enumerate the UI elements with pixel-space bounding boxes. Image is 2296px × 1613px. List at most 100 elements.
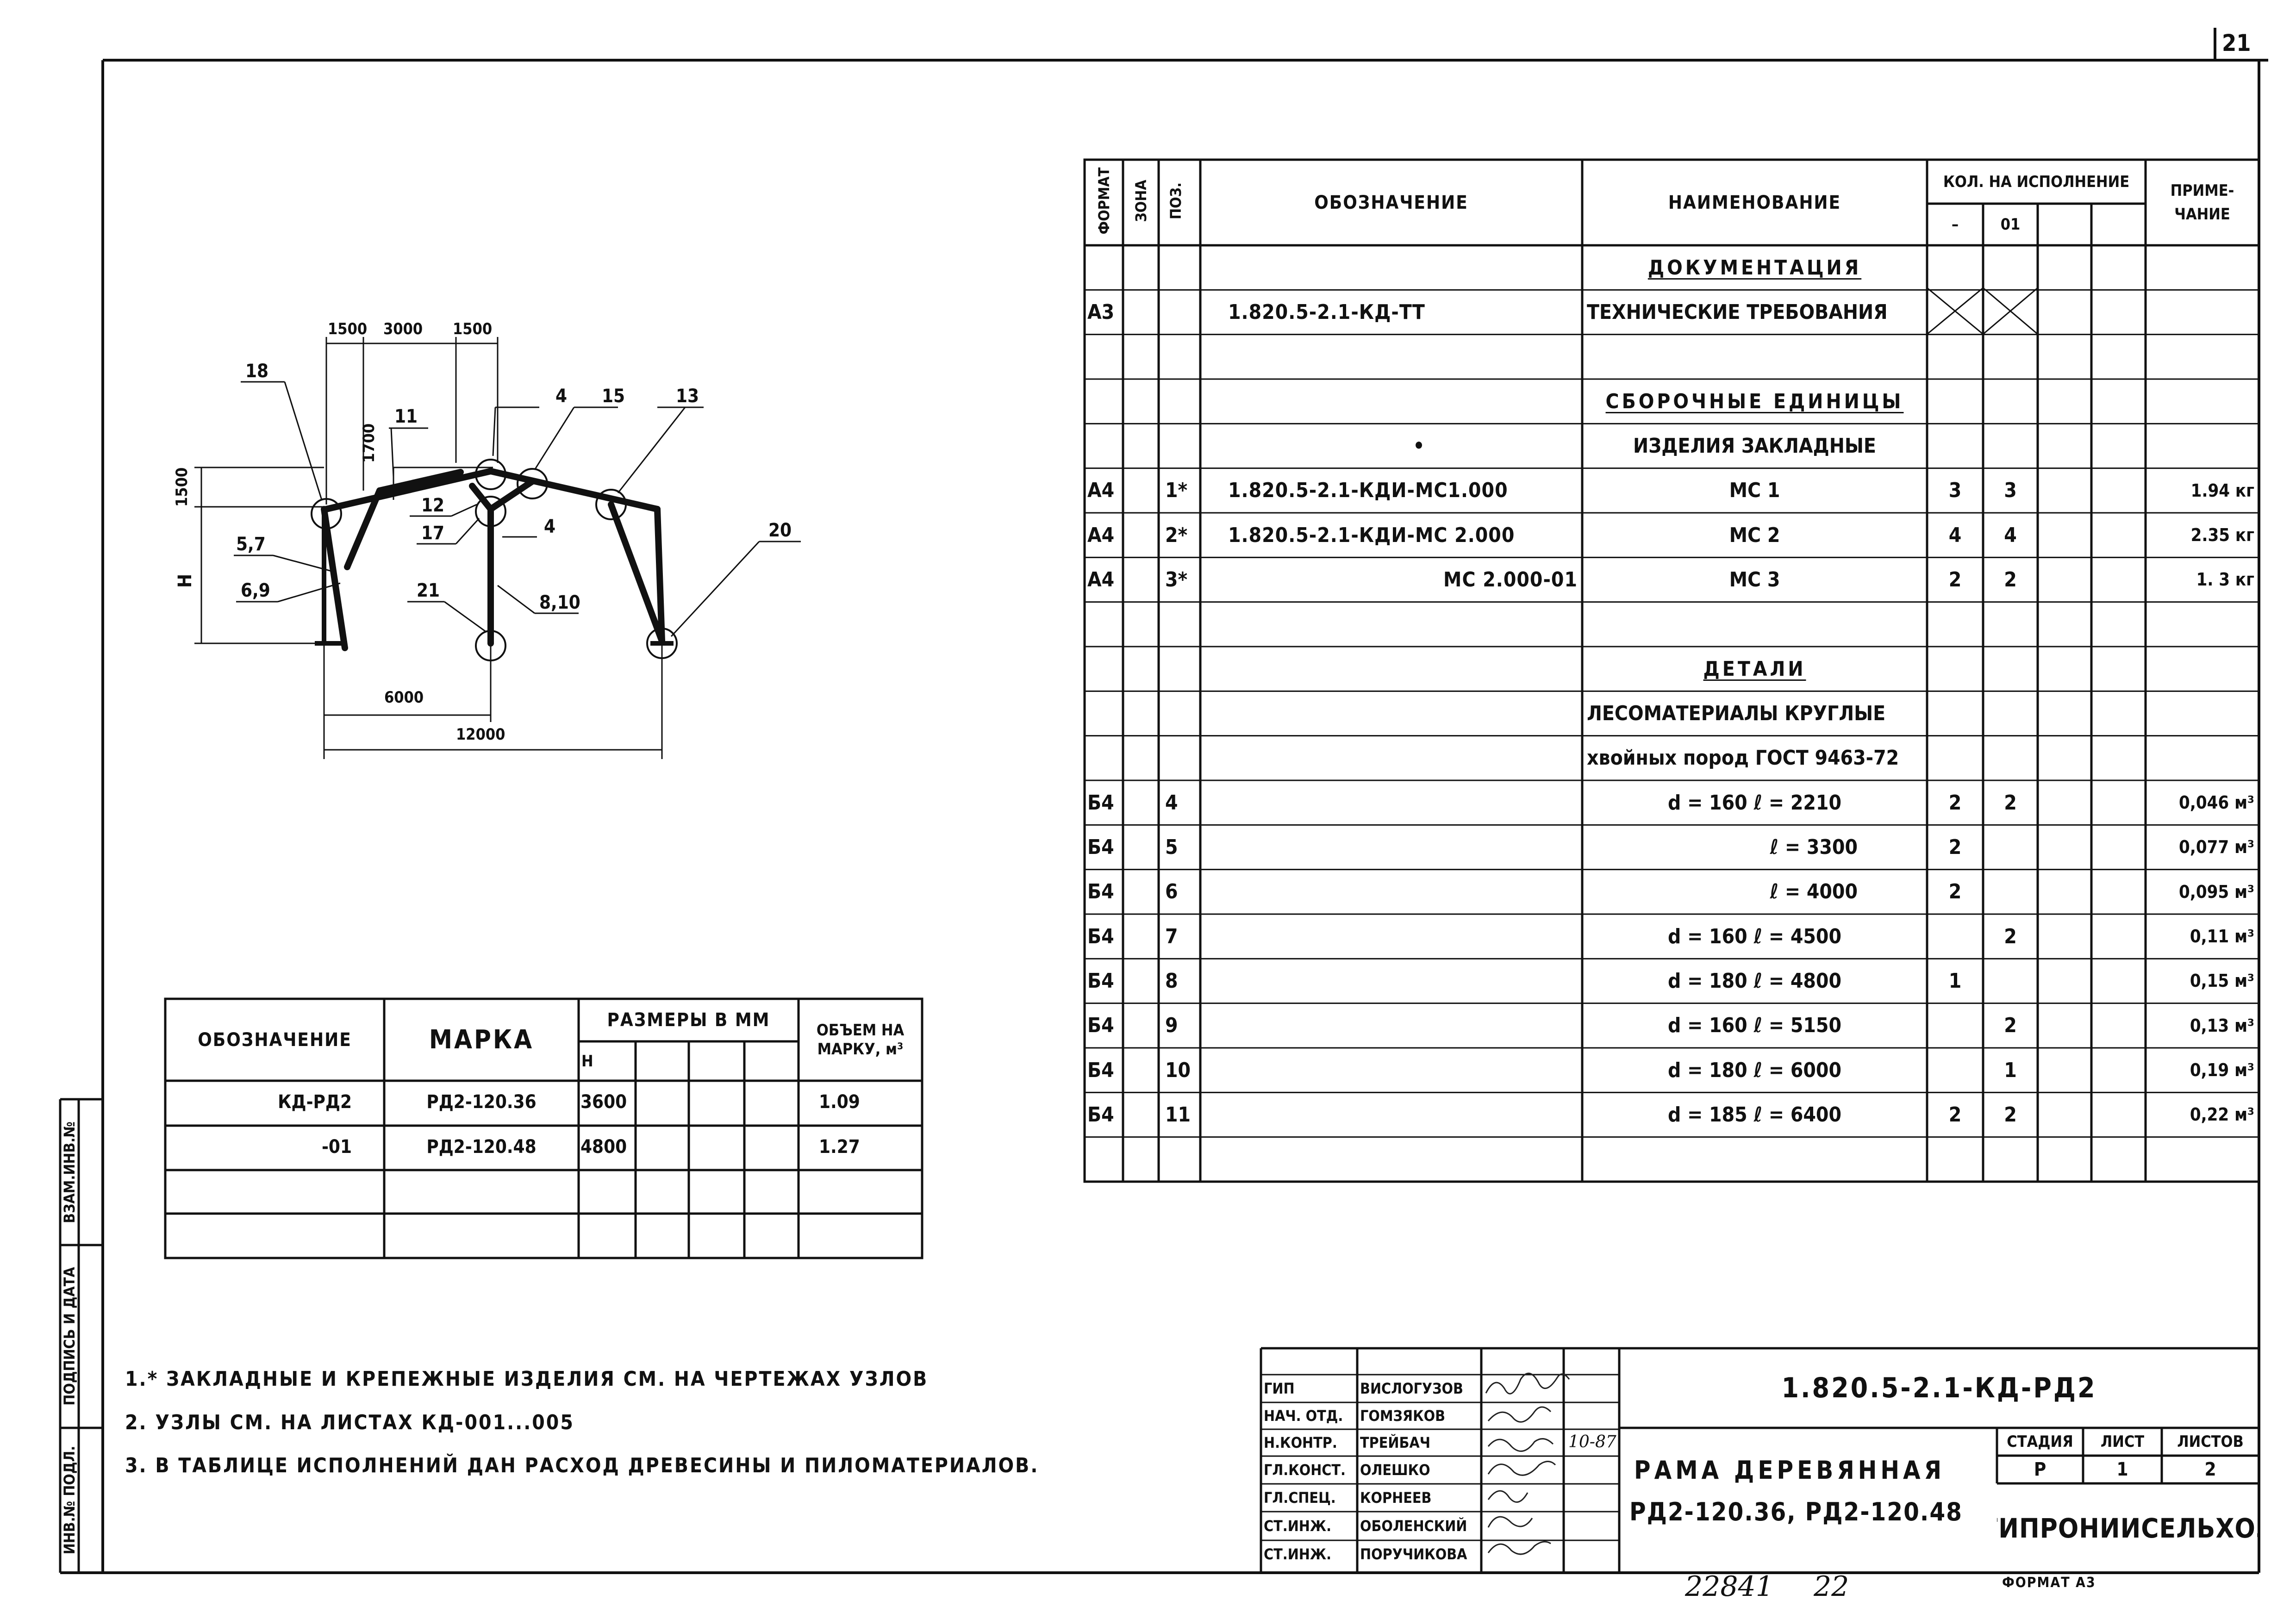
dim-6000: 6000 [384,688,424,707]
spec-row-qty-base: 2 [1948,567,1962,592]
spec-row-qty-base [1927,1003,1983,1048]
title-line-1: РАМА ДЕРЕВЯННАЯ [1634,1456,1946,1485]
label-20: 20 [768,520,792,541]
sheets-value: 2 [2204,1459,2216,1480]
staff-role: ГЛ.СПЕЦ. [1264,1489,1336,1507]
staff-role: НАЧ. ОТД. [1264,1407,1343,1425]
spec-row-name: d = 160 ℓ = 5150 [1667,1014,1841,1038]
spec-row-format: Б4 [1087,1058,1114,1082]
spec-row-qty-01: 2 [2004,1014,2017,1038]
document-code: 1.820.5-2.1-КД-РД2 [1781,1372,2097,1404]
spec-row-format: Б4 [1087,880,1114,904]
spec-row-name: ДЕТАЛИ [1703,657,1806,681]
spec-row-designation [1200,379,1582,423]
staff-role: СТ.ИНЖ. [1264,1545,1332,1563]
spec-row-designation: 1.820.5-2.1-КДИ-МС 2.000 [1228,523,1515,547]
spec-row-qty-01: 2 [2004,924,2017,948]
note-3: 3. В ТАБЛИЦЕ ИСПОЛНЕНИЙ ДАН РАСХОД ДРЕВЕ… [125,1454,1039,1477]
spec-row-name: СБОРОЧНЫЕ ЕДИНИЦЫ [1605,389,1904,413]
spec-row-qty-base: 3 [1948,479,1962,503]
var-header-mark: МАРКА [429,1025,534,1055]
spec-header-qty-b: 01 [2000,215,2021,234]
note-2: 2. УЗЛЫ СМ. НА ЛИСТАХ КД-001...005 [125,1411,574,1434]
side-strip [59,1098,103,1573]
spec-row-format [1085,647,1123,691]
spec-row-name: ℓ = 3300 [1770,835,1858,859]
spec-row-format [1085,245,1123,290]
spec-row-qty-base [1927,245,1983,290]
spec-row-format: Б4 [1087,791,1114,815]
spec-row-qty-01 [1983,602,2038,647]
spec-row-note [2146,647,2259,691]
spec-row-position [1159,290,1200,334]
spec-header-name: НАИМЕНОВАНИЕ [1668,192,1841,213]
spec-row-qty-base: 4 [1948,523,1962,547]
spec-row-qty-01 [1983,245,2038,290]
organization: ГИПРОНИИСЕЛЬХОЗ [1997,1512,2259,1544]
spec-row-name [1582,602,1927,647]
spec-row-format: А4 [1087,567,1115,592]
spec-row-position [1159,423,1200,468]
spec-row-qty-01 [1983,825,2038,869]
staff-name: ТРЕЙБАЧ [1360,1434,1430,1451]
stage-value: Р [2034,1459,2046,1480]
spec-row-note [2146,335,2259,379]
side-label-replace: ВЗАМ.ИНВ.№ [61,1121,78,1223]
spec-row-designation: 1.820.5-2.1-КДИ-МС1.000 [1228,479,1508,503]
spec-row-name: хвойных пород ГОСТ 9463-72 [1587,746,1899,770]
spec-row-note: 0,11 м³ [2190,926,2254,947]
var-header-h: Н [581,1052,593,1071]
spec-row-qty-01 [1983,379,2038,423]
side-label-sign: ПОДПИСЬ И ДАТА [61,1267,78,1406]
spec-header-zone: ЗОНА [1132,180,1150,222]
spec-row-designation [1200,1048,1582,1092]
spec-row-note [2146,245,2259,290]
spec-row-name: d = 160 ℓ = 4500 [1667,924,1841,948]
spec-row-designation [1200,1092,1582,1137]
spec-row-position [1159,245,1200,290]
spec-row-designation: 1.820.5-2.1-КД-ТТ [1228,300,1425,324]
spec-row-designation [1200,245,1582,290]
variant-designation: -01 [321,1136,352,1158]
spec-row-note: 1. 3 кг [2196,569,2254,590]
spec-row-position [1159,602,1200,647]
spec-row-position: 6 [1165,880,1178,904]
staff-name: ОЛЕШКО [1360,1461,1430,1479]
spec-row-qty-base [1927,423,1983,468]
sheet-label: ЛИСТ [2100,1432,2145,1451]
label-12: 12 [421,495,445,516]
staff-name: ПОРУЧИКОВА [1360,1545,1467,1563]
spec-row-qty-01 [1983,290,2038,334]
spec-row-note [2146,691,2259,735]
stamp-page: 22 [1814,1570,1849,1603]
spec-row-qty-base [1927,1137,1983,1182]
spec-row-format [1085,423,1123,468]
spec-row-qty-base [1927,290,1983,334]
spec-row-note: 0,046 м³ [2179,792,2254,813]
spec-row-name: d = 185 ℓ = 6400 [1667,1102,1841,1127]
title-line-2: РД2-120.36, РД2-120.48 [1629,1497,1963,1526]
format-label: ФОРМАТ А3 [2002,1575,2096,1591]
spec-row-qty-01 [1983,959,2038,1003]
variant-height: 4800 [580,1136,627,1158]
spec-row-designation [1200,736,1582,780]
spec-row-qty-01: 4 [2004,523,2017,547]
spec-row-note: 0,22 м³ [2190,1104,2254,1125]
variant-designation [165,1214,384,1256]
spec-row-note [2146,423,2259,468]
spec-row-qty-01 [1983,870,2038,914]
spec-row-name [1582,1137,1927,1182]
spec-row-qty-base: 2 [1948,835,1962,859]
stamp-number: 22841 [1685,1570,1773,1603]
spec-row-note: 2.35 кг [2190,525,2254,546]
spec-row-note [2146,602,2259,647]
variant-height [579,1170,636,1213]
spec-row-qty-01 [1983,423,2038,468]
label-4b: 4 [544,516,556,537]
variant-height: 3600 [580,1091,627,1113]
spec-row-format [1085,379,1123,423]
spec-row-position: 10 [1165,1058,1191,1082]
spec-row-qty-base [1927,335,1983,379]
staff-role: ГИП [1264,1380,1295,1397]
